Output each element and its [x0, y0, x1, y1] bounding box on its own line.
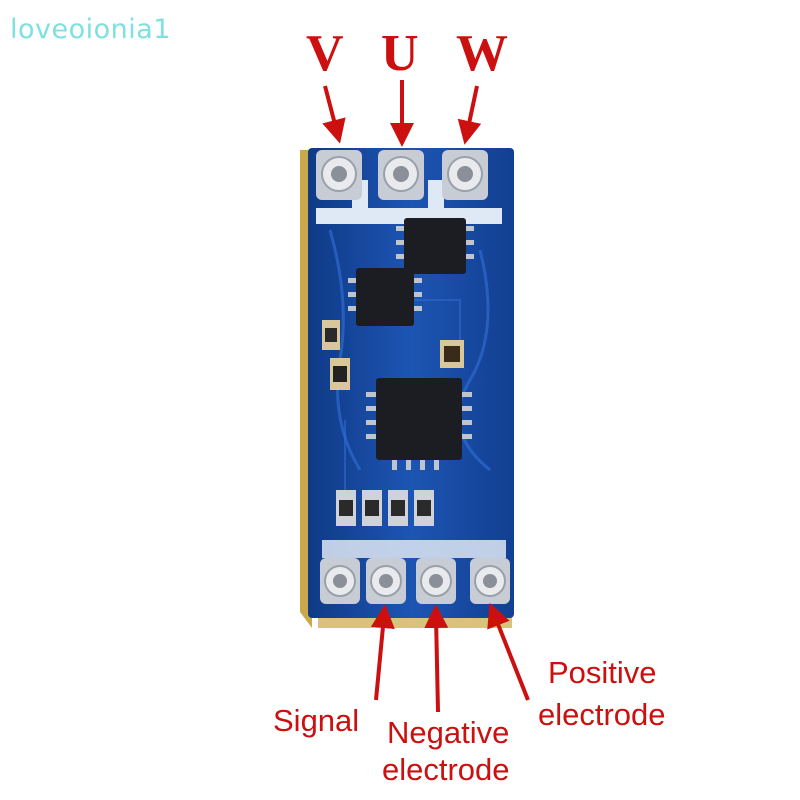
negative-label-line1: Negative — [387, 715, 510, 750]
terminal-arrows — [370, 602, 530, 713]
positive-label-line1: Positive — [548, 655, 657, 690]
controller-chip — [366, 378, 472, 470]
arrow-signal — [370, 604, 395, 701]
arrow-negative — [424, 604, 449, 713]
arrow-positive — [487, 602, 530, 701]
negative-label-line2: electrode — [382, 752, 510, 787]
positive-label-line2: electrode — [538, 697, 666, 732]
passive-components — [322, 320, 464, 526]
mosfet-chips — [348, 218, 474, 326]
top-solder-pads — [316, 150, 488, 200]
phase-u-label: U — [381, 25, 419, 82]
phase-v-label: V — [306, 25, 344, 82]
watermark-text: loveoionia1 — [10, 14, 171, 45]
phase-arrows — [322, 80, 482, 147]
phase-w-label: W — [456, 25, 508, 82]
signal-label: Signal — [273, 703, 360, 738]
bottom-solder-pads — [320, 558, 510, 604]
arrow-w — [457, 85, 482, 145]
arrow-v — [322, 85, 346, 144]
